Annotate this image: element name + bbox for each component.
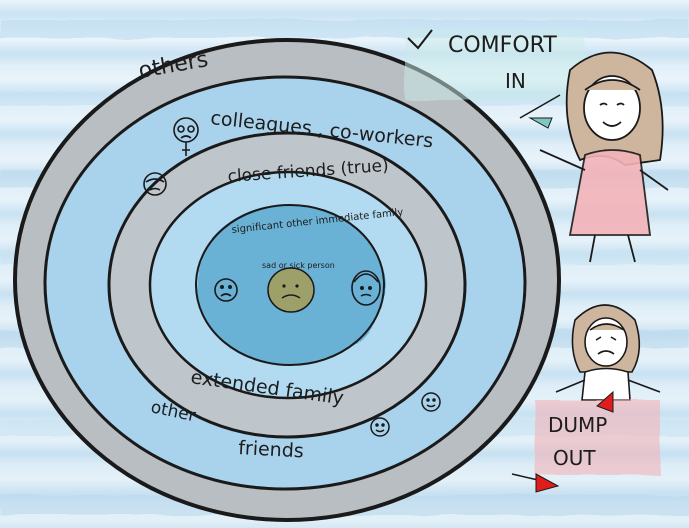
red-arrowhead-bottom-icon <box>535 473 560 493</box>
red-arrowhead-top-icon <box>596 390 614 413</box>
check-arrow-icon <box>407 29 433 50</box>
teal-arrowhead-icon <box>528 117 553 129</box>
label-sad-person: sad or sick person <box>262 261 335 270</box>
comfort-line2: IN <box>505 69 526 93</box>
colleague-face-icon <box>173 117 199 156</box>
dump-out-callout: DUMP OUT <box>511 390 660 493</box>
dump-line1: DUMP <box>548 413 607 437</box>
sad-face-left-icon <box>214 278 238 302</box>
extended-family-face-icon <box>421 392 441 412</box>
comfort-line1: COMFORT <box>448 33 557 58</box>
center-sad-person-circle <box>267 267 315 313</box>
comfort-in-callout: COMFORT IN <box>405 29 585 129</box>
dump-line2: OUT <box>553 446 596 470</box>
label-friends: friends <box>238 437 305 462</box>
other-friends-face-icon <box>370 417 390 437</box>
partner-face-icon <box>351 270 381 306</box>
sad-woman-illustration <box>555 304 661 401</box>
happy-woman-illustration <box>539 51 669 263</box>
close-friend-face-icon <box>143 172 167 196</box>
